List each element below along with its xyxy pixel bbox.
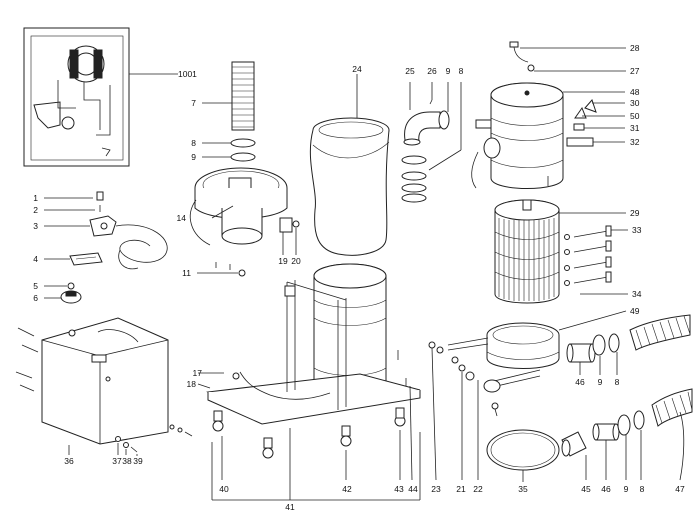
label-21: 21 [456,484,466,494]
label-26: 26 [427,66,437,76]
label-27: 27 [630,66,640,76]
label-22: 22 [473,484,483,494]
label-39: 39 [133,456,143,466]
label-5: 5 [33,281,38,291]
label-38: 38 [122,456,132,466]
label-43: 43 [394,484,404,494]
label-9-left: 9 [191,152,196,162]
part-hose-upper [629,314,691,351]
label-31: 31 [630,123,640,133]
label-23: 23 [431,484,441,494]
part-connector-45-46-lower [561,410,645,480]
label-48: 48 [630,87,640,97]
label-19: 19 [278,256,288,266]
label-28: 28 [630,43,640,53]
part-hose-47 [651,388,693,481]
part-valve-21-22 [428,337,541,481]
part-cable-28 [509,41,626,72]
label-9-upper: 9 [598,377,603,387]
label-17: 17 [193,368,203,378]
part-knob-5-6 [44,282,82,304]
label-49: 49 [630,306,640,316]
part-filter-bag-24 [309,74,390,256]
label-29: 29 [630,208,640,218]
part-screws-1-2 [44,191,104,212]
part-cartridge-filter-29 [494,199,626,304]
label-32: 32 [630,137,640,147]
label-11: 11 [182,268,191,278]
label-8-mid: 8 [459,66,464,76]
label-36: 36 [64,456,74,466]
label-1001: 1001 [178,69,197,79]
label-46-upper: 46 [575,377,585,387]
label-7: 7 [191,98,196,108]
part-ring-49 [486,310,627,369]
label-33: 33 [632,225,642,235]
label-4: 4 [33,254,38,264]
callout-bracket-41 [197,372,421,501]
part-hose-7 [202,61,255,131]
label-1: 1 [33,193,38,203]
part-seals-30-31-32 [566,99,625,147]
part-plate-4 [44,252,103,266]
wiring-inset-1001 [23,27,178,167]
label-3: 3 [33,221,38,231]
label-34: 34 [632,289,642,299]
part-clamps-33-34 [564,225,628,295]
part-motor-head-14 [189,167,288,277]
label-41: 41 [285,502,295,512]
label-8-upper: 8 [615,377,620,387]
label-2: 2 [33,205,38,215]
label-18: 18 [187,379,197,389]
label-50: 50 [630,111,640,121]
label-24: 24 [352,64,362,74]
label-25: 25 [405,66,415,76]
label-40: 40 [219,484,229,494]
part-connector-46-upper [566,333,620,375]
part-top-head-48 [471,82,625,189]
part-cabinet-36 [15,317,169,455]
callout-labels: 1 2 3 4 5 6 7 8 9 14 11 19 20 1001 24 25… [33,43,685,512]
label-14: 14 [177,213,187,223]
part-capacitor-19-20 [279,217,300,255]
label-9-mid: 9 [446,66,451,76]
label-9-lower: 9 [624,484,629,494]
part-screws-37-39 [115,424,193,456]
label-20: 20 [291,256,301,266]
part-trolley-frame-41 [206,280,421,425]
label-30: 30 [630,98,640,108]
label-8-lower: 8 [640,484,645,494]
part-switch-cable-3 [44,215,168,270]
part-rings-8-9-right [401,155,427,203]
part-elbow-25 [403,82,462,171]
part-container [313,263,387,396]
label-6: 6 [33,293,38,303]
label-42: 42 [342,484,352,494]
label-45: 45 [581,484,591,494]
label-35: 35 [518,484,528,494]
label-44: 44 [408,484,418,494]
part-castors [212,350,407,459]
part-gasket-35 [486,429,560,482]
label-8-left: 8 [191,138,196,148]
label-46-lower: 46 [601,484,611,494]
part-rings-8-9 [202,138,256,162]
label-47: 47 [675,484,685,494]
label-37: 37 [112,456,122,466]
